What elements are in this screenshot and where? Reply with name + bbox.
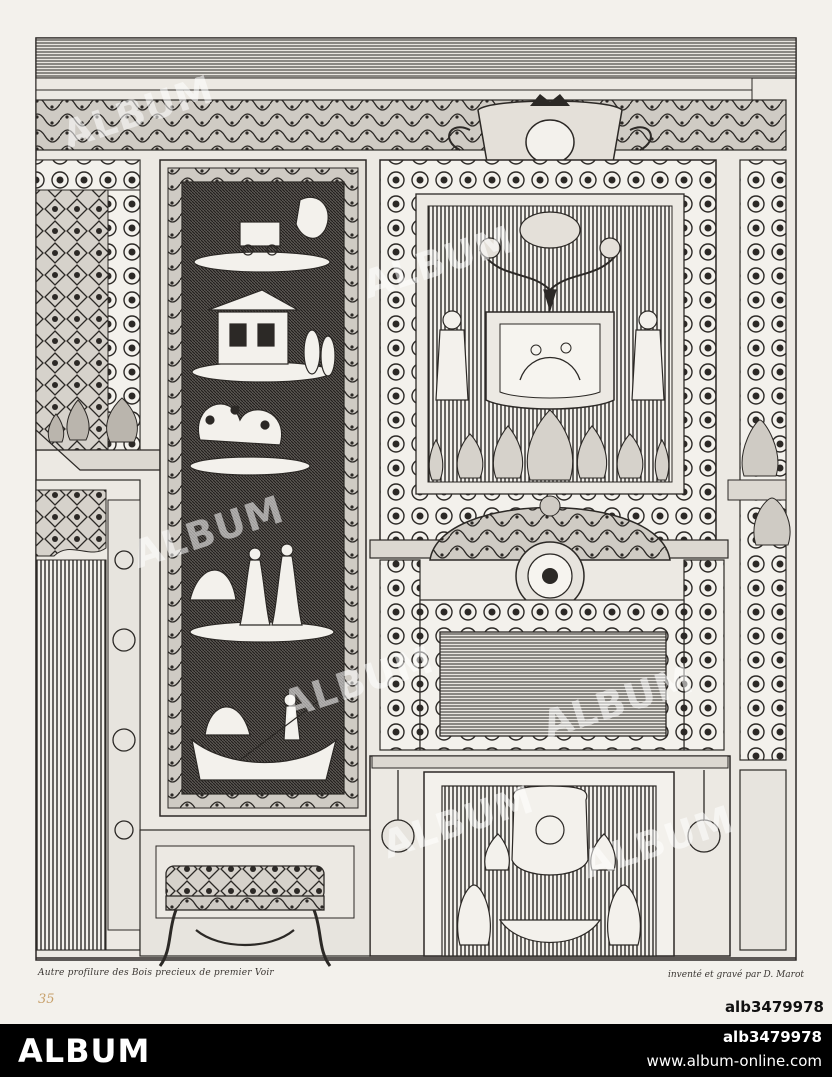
engraving-plate: [35, 37, 797, 967]
page-number: 35: [38, 992, 55, 1007]
footer-bar: ALBUM alb3479978 www.album-online.com: [0, 1024, 832, 1077]
caryatid-left: [435, 310, 469, 401]
caryatid-right: [631, 310, 665, 401]
image-id: alb3479978: [722, 1028, 822, 1046]
album-logo[interactable]: ALBUM: [18, 1032, 151, 1070]
site-url[interactable]: www.album-online.com: [646, 1052, 822, 1070]
chandelier: [479, 211, 621, 313]
stool: [158, 865, 332, 967]
caption-left: Autre profilure des Bois precieux de pre…: [38, 968, 274, 978]
porcelain-garniture: [428, 409, 670, 481]
caption-right: inventé et gravé par D. Marot: [668, 970, 805, 980]
panel-scene-figures: [189, 543, 335, 643]
panel-scene-pavilion: [191, 289, 336, 383]
panel-scene-cart: [193, 196, 331, 273]
stock-id: alb3479978: [724, 998, 824, 1016]
hearth-jars: [457, 785, 641, 946]
panel-scene-blossom: [189, 403, 311, 476]
panel-scene-boat: [191, 693, 338, 781]
print-sheet: ALBUM ALBUM ALBUM ALBUM ALBUM ALBUM ALBU…: [35, 37, 824, 1016]
